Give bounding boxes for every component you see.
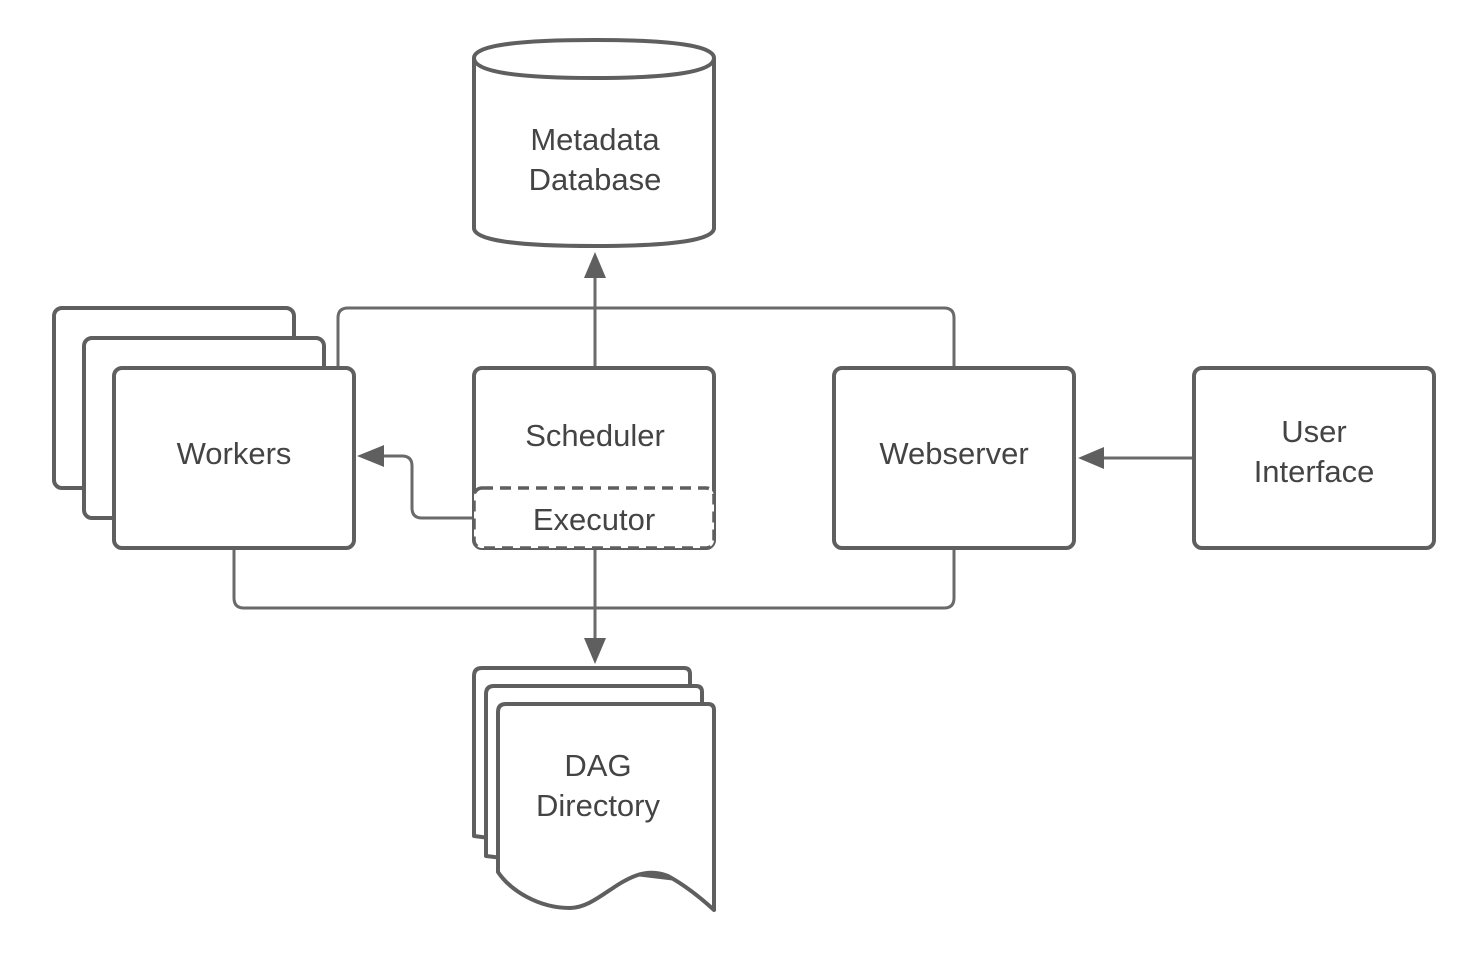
connector-top-bus	[336, 306, 956, 368]
arrowhead-workers	[357, 445, 384, 467]
scheduler-node: Scheduler Executor	[472, 366, 716, 550]
metadata-database-label-line2: Database	[529, 162, 662, 197]
connector-executor-to-workers	[382, 454, 474, 520]
metadata-database-node: Metadata Database	[472, 38, 716, 248]
workers-label: Workers	[177, 436, 292, 471]
arrowhead-metadata-db	[584, 252, 606, 278]
workers-node: Workers	[52, 306, 356, 550]
document-icon	[496, 702, 716, 912]
user-interface-box	[1192, 366, 1436, 550]
scheduler-label: Scheduler	[525, 418, 665, 453]
user-interface-node: User Interface	[1192, 366, 1436, 550]
dag-directory-label-line1: DAG	[564, 748, 631, 783]
database-icon	[472, 38, 716, 248]
executor-box	[472, 486, 716, 550]
metadata-database-label-line1: Metadata	[530, 122, 660, 157]
dag-directory-label-line2: Directory	[536, 788, 661, 823]
webserver-label: Webserver	[879, 436, 1028, 471]
database-lid	[472, 57, 716, 80]
webserver-node: Webserver	[832, 366, 1076, 550]
connectors	[232, 252, 1193, 664]
worker-stack-front	[112, 366, 356, 550]
arrowhead-webserver	[1078, 447, 1104, 469]
arrowhead-dag-directory	[584, 638, 606, 664]
executor-label: Executor	[533, 502, 655, 537]
user-interface-label-line1: User	[1281, 414, 1346, 449]
dag-directory-node: DAG Directory	[472, 666, 716, 912]
webserver-box	[832, 366, 1076, 550]
user-interface-label-line2: Interface	[1254, 454, 1375, 489]
